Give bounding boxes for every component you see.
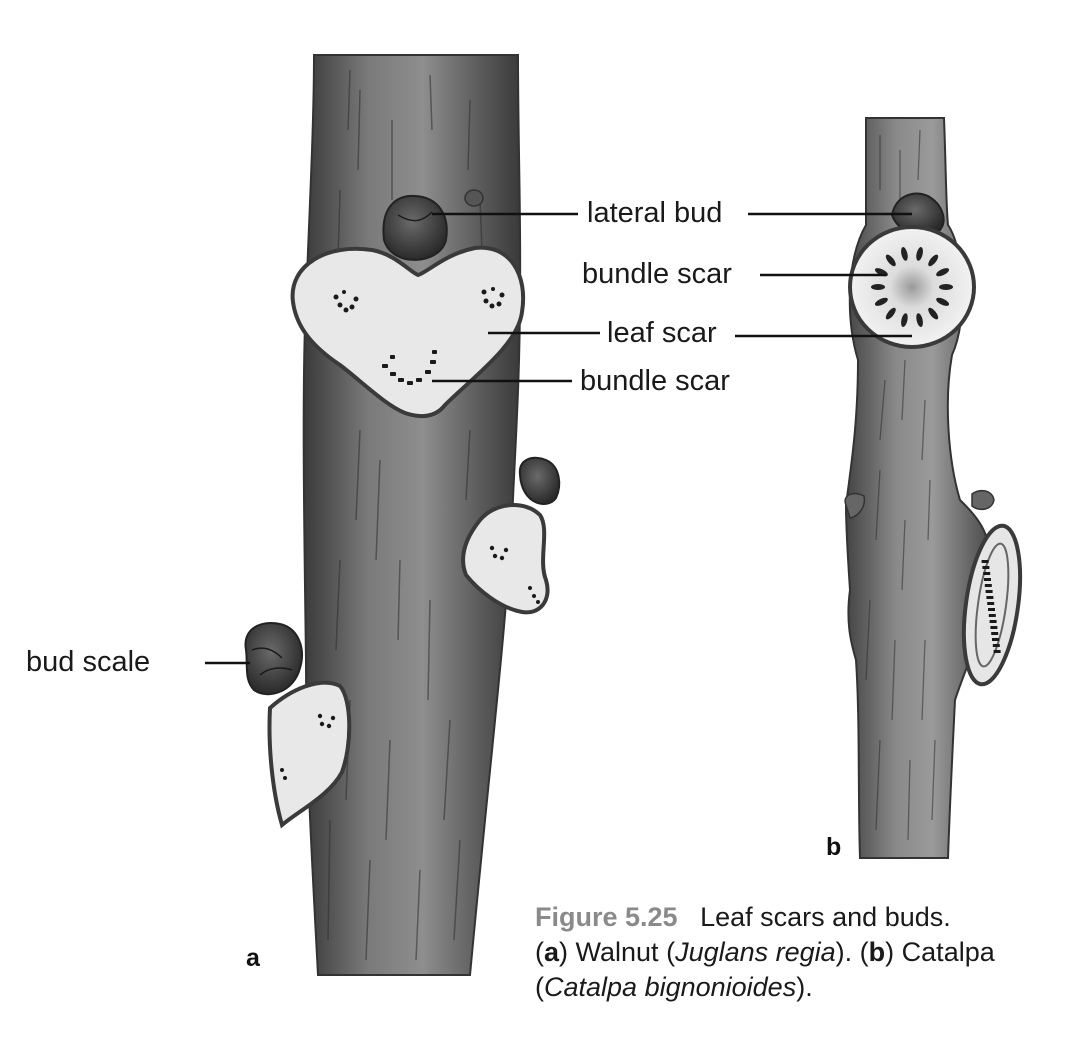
- bundle-scar-dot: [916, 313, 923, 327]
- bundle-scar-dot: [885, 254, 896, 267]
- caption-part-b-common: Catalpa: [901, 937, 995, 967]
- bundle-scar-dot: [936, 268, 950, 277]
- caption-part-b-letter: b: [868, 937, 886, 967]
- left-bud-scales: [244, 622, 303, 696]
- panel-label-b: b: [826, 833, 842, 861]
- figure-number: Figure 5.25: [535, 902, 678, 932]
- label-lateral-bud: lateral bud: [587, 197, 723, 229]
- bundle-scar-dot: [874, 297, 888, 306]
- bundle-scar-dot: [885, 307, 896, 320]
- bundle-scar-mark: [988, 614, 996, 617]
- bundle-scar-mark: [992, 638, 999, 641]
- heart-leaf-scar: [290, 245, 526, 419]
- bundle-scar-dot: [939, 284, 953, 290]
- caption-part-a-species: Juglans regia: [675, 937, 836, 967]
- bundle-scar-mark: [983, 572, 991, 575]
- small-bump: [464, 189, 484, 207]
- bundle-scar-mark: [987, 602, 995, 605]
- bundle-scar-dot: [871, 284, 885, 290]
- figure-caption: Figure 5.25 Leaf scars and buds. (a) Wal…: [535, 902, 995, 1002]
- lateral-bud-a: [382, 194, 448, 261]
- label-bundle-scar-b: bundle scar: [582, 258, 732, 290]
- bundle-scar-mark: [984, 584, 992, 587]
- bundle-scar-mark: [991, 632, 999, 635]
- bundle-scar-dot: [916, 247, 923, 261]
- figure-title: Leaf scars and buds.: [700, 902, 951, 932]
- bundle-scar-dot: [928, 307, 939, 320]
- left-leaf-scar: [267, 680, 352, 829]
- bundle-scar-mark: [988, 608, 995, 611]
- bundle-scar-dot: [936, 297, 950, 306]
- bundle-scar-mark: [982, 566, 990, 569]
- bundle-scar-mark: [986, 596, 994, 599]
- bundle-scar-mark: [985, 590, 993, 593]
- caption-part-a-common: Walnut: [575, 937, 659, 967]
- bundle-scar-dot: [901, 247, 908, 261]
- label-bud-scale: bud scale: [26, 646, 151, 678]
- label-leaf-scar: leaf scar: [607, 317, 717, 349]
- right-lateral-bud: [518, 456, 561, 506]
- bundle-scar-mark: [981, 560, 989, 563]
- bundle-scar-dot: [901, 313, 908, 327]
- catalpa-lower-leaf-scar: [961, 523, 1023, 687]
- bundle-scar-mark: [984, 578, 991, 581]
- caption-part-b-species: Catalpa bignonioides: [544, 972, 797, 1002]
- right-leaf-scar: [461, 502, 550, 615]
- bundle-scar-mark: [992, 644, 1000, 647]
- bundle-scar-mark: [993, 650, 1001, 653]
- bundle-scar-dot: [928, 254, 939, 267]
- caption-part-a-letter: a: [544, 937, 560, 967]
- leader-lines: [205, 212, 912, 665]
- bundle-scar-mark: [990, 626, 998, 629]
- label-bundle-scar-a: bundle scar: [580, 365, 730, 397]
- catalpa-round-leaf-scar: [848, 225, 976, 349]
- bundle-scar-mark: [989, 620, 997, 623]
- panel-label-a: a: [246, 944, 260, 972]
